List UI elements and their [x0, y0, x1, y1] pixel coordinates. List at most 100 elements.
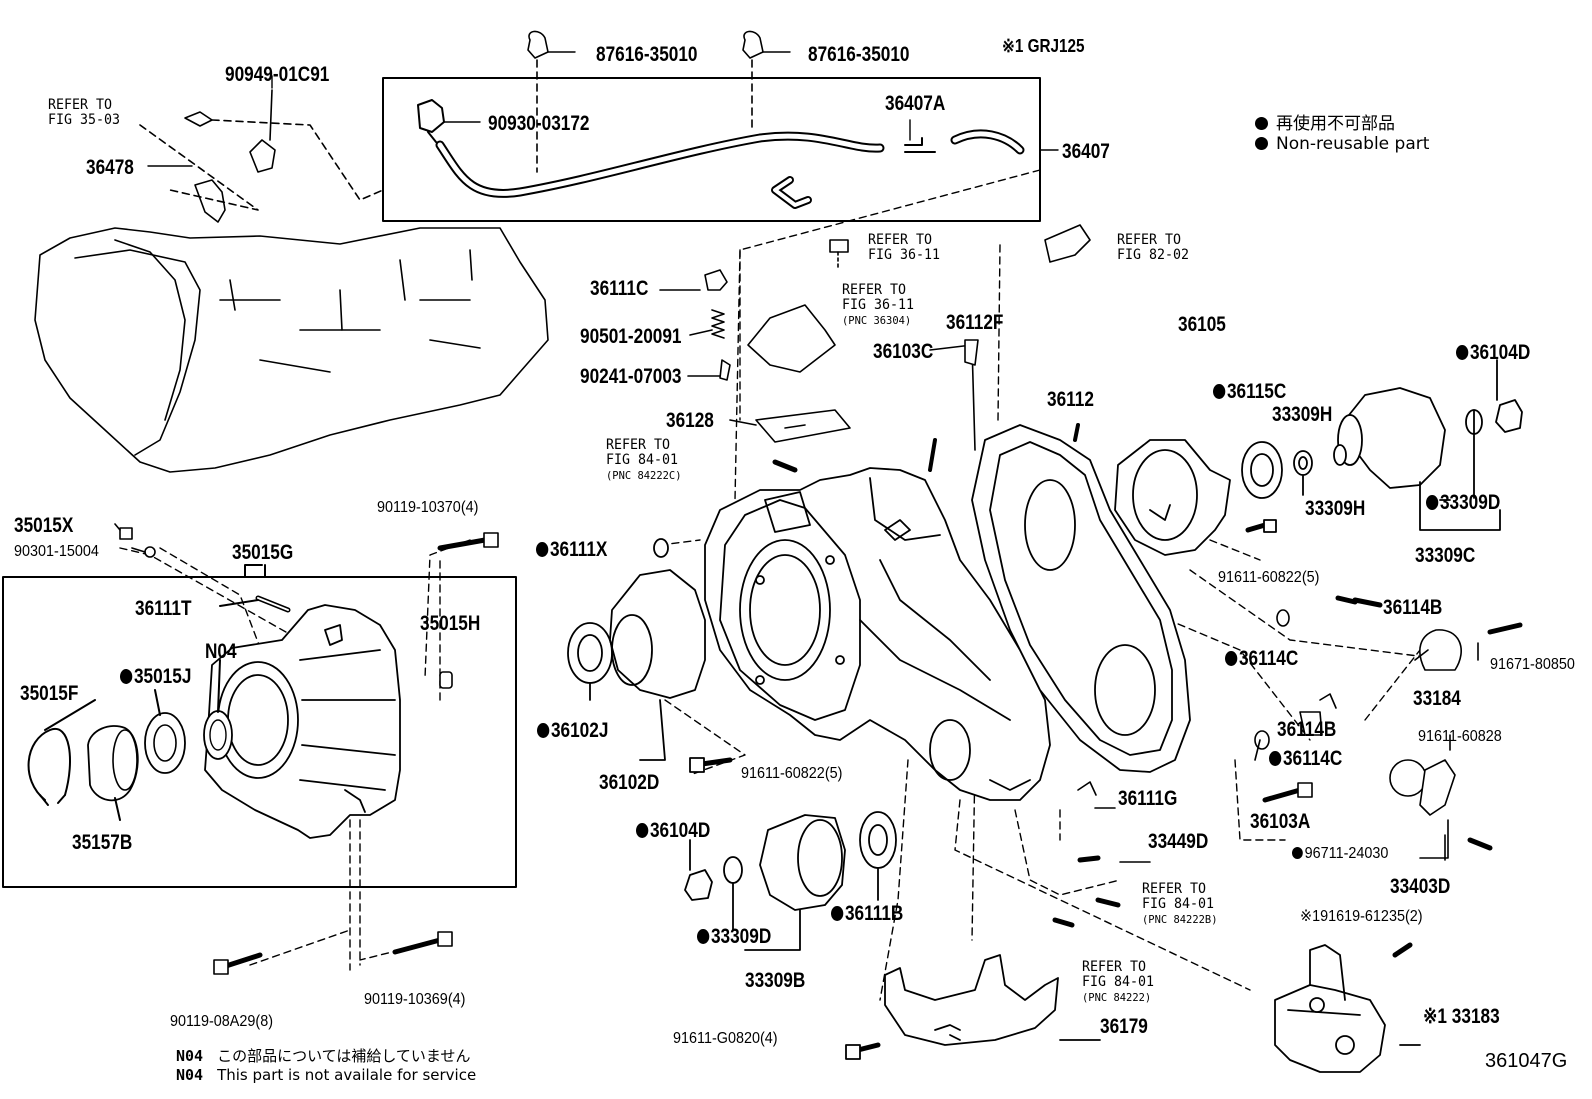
part-33183[interactable]: ※1 33183 [1423, 1005, 1500, 1028]
bolts-left [114, 523, 499, 975]
hose-clips [527, 30, 764, 173]
part-90949[interactable]: 90949-01C91 [225, 63, 330, 86]
part-36112F[interactable]: 36112F [946, 311, 1004, 334]
part-90119-10370[interactable]: 90119-10370(4) [377, 499, 479, 516]
part-90501[interactable]: 90501-20091 [580, 325, 682, 348]
part-90241[interactable]: 90241-07003 [580, 365, 682, 388]
part-36104D-top[interactable]: 36104D [1456, 342, 1530, 363]
part-36103A[interactable]: 36103A [1250, 810, 1311, 833]
part-33184[interactable]: 33184 [1413, 687, 1461, 710]
top-valve-parts [659, 224, 1091, 473]
non-reusable-dot-icon [120, 669, 133, 684]
part-36102J[interactable]: 36102J [537, 720, 608, 741]
part-33309H-b[interactable]: 33309H [1305, 497, 1366, 520]
part-36114C-a[interactable]: 36114C [1225, 648, 1298, 669]
part-36105[interactable]: 36105 [1178, 313, 1226, 336]
part-35015H[interactable]: 35015H [420, 612, 481, 635]
part-33309C[interactable]: 33309C [1415, 544, 1476, 567]
part-36104D-bot[interactable]: 36104D [636, 820, 710, 841]
part-36114B-a[interactable]: 36114B [1383, 596, 1443, 619]
non-reusable-dot-icon [1225, 651, 1238, 666]
variant-note: ※1 GRJ125 [1002, 36, 1085, 56]
part-33403D[interactable]: 33403D [1390, 875, 1451, 898]
rear-cover [971, 423, 1191, 773]
part-35015J[interactable]: 35015J [120, 666, 191, 687]
part-36111X[interactable]: 36111X [536, 539, 607, 560]
bolts-center [1052, 781, 1151, 928]
part-36114B-b[interactable]: 36114B [1277, 718, 1337, 741]
transfer-case [704, 438, 1051, 801]
part-96711[interactable]: 96711-24030 [1292, 846, 1388, 862]
non-reusable-dot-icon [1213, 384, 1226, 399]
part-33449D[interactable]: 33449D [1148, 830, 1209, 853]
part-36114C-b[interactable]: 36114C [1269, 748, 1342, 769]
part-91619[interactable]: ※191619-61235(2) [1300, 908, 1423, 925]
mounts [845, 942, 1421, 1073]
extension-housing-box [2, 564, 517, 888]
part-91611-60822-b[interactable]: 91611-60822(5) [741, 765, 843, 782]
bracket-36478 [139, 89, 384, 223]
part-33309H-a[interactable]: 33309H [1272, 403, 1333, 426]
part-36112[interactable]: 36112 [1047, 388, 1094, 411]
part-33309B[interactable]: 33309B [745, 969, 806, 992]
part-N04[interactable]: N04 [205, 640, 237, 663]
part-35015G[interactable]: 35015G [232, 541, 294, 564]
right-lower-parts [1254, 595, 1523, 861]
part-87616-b[interactable]: 87616-35010 [808, 43, 910, 66]
legend-en: Non-reusable part [1255, 134, 1429, 154]
part-91671[interactable]: 91671-80850 [1490, 656, 1575, 673]
non-reusable-dot-icon [1426, 495, 1439, 510]
part-33309D-top[interactable]: 33309D [1426, 492, 1500, 513]
right-flange-parts [1241, 359, 1523, 533]
part-87616-a[interactable]: 87616-35010 [596, 43, 698, 66]
part-36407[interactable]: 36407 [1062, 140, 1110, 163]
part-36478[interactable]: 36478 [86, 156, 134, 179]
part-36103C[interactable]: 36103C [873, 340, 934, 363]
front-flange-parts [567, 538, 897, 951]
part-36179[interactable]: 36179 [1100, 1015, 1148, 1038]
transmission-outline [34, 227, 549, 473]
part-36128[interactable]: 36128 [666, 409, 714, 432]
non-reusable-dot-icon [537, 723, 550, 738]
part-35157B[interactable]: 35157B [72, 831, 133, 854]
part-91611-60822-a[interactable]: 91611-60822(5) [1218, 569, 1320, 586]
non-reusable-dot-icon [831, 906, 844, 921]
part-36111T[interactable]: 36111T [135, 597, 192, 620]
part-36407A[interactable]: 36407A [885, 92, 946, 115]
breather-hose-box [382, 77, 1041, 222]
non-reusable-dot-icon [1292, 847, 1303, 859]
non-reusable-dot-icon [636, 823, 649, 838]
non-reusable-dot-icon [1269, 751, 1282, 766]
non-reusable-dot-icon [1255, 137, 1268, 150]
part-35015X[interactable]: 35015X [14, 514, 74, 537]
part-36115C[interactable]: 36115C [1213, 381, 1286, 402]
part-36111G[interactable]: 36111G [1118, 787, 1178, 810]
non-reusable-dot-icon [697, 929, 710, 944]
part-35015F[interactable]: 35015F [20, 682, 79, 705]
part-90301[interactable]: 90301-15004 [14, 543, 99, 560]
non-reusable-dot-icon [1456, 345, 1469, 360]
part-90119-10369[interactable]: 90119-10369(4) [364, 991, 466, 1008]
part-36111B[interactable]: 36111B [831, 903, 903, 924]
part-90930[interactable]: 90930-03172 [488, 112, 590, 135]
part-33309D-bot[interactable]: 33309D [697, 926, 771, 947]
part-36102D[interactable]: 36102D [599, 771, 660, 794]
non-reusable-dot-icon [536, 542, 549, 557]
part-91611-60828[interactable]: 91611-60828 [1418, 728, 1502, 745]
output-retainer [1114, 439, 1231, 556]
leader-lines [147, 51, 1059, 222]
part-91611-G0820[interactable]: 91611-G0820(4) [673, 1030, 778, 1047]
part-36111C[interactable]: 36111C [590, 277, 649, 300]
part-90119-08A29[interactable]: 90119-08A29(8) [170, 1013, 274, 1030]
